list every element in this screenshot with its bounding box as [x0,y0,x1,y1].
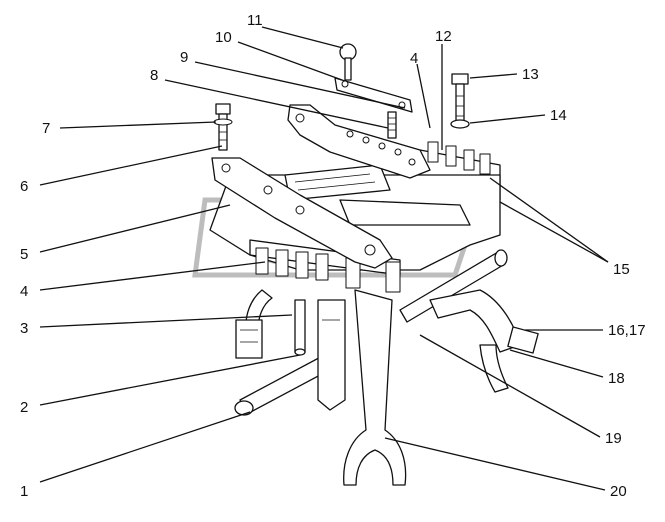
leader-lines [39,26,609,491]
gear-shift-assembly [209,43,539,486]
callout-11: 11 [247,12,263,29]
bracket-plate [287,104,431,179]
callout-1: 1 [20,483,28,500]
retainer-strip [334,77,413,113]
ball-stud [339,43,357,81]
callout-13: 13 [522,66,539,83]
callout-19: 19 [605,430,622,447]
callout-12: 12 [435,28,452,45]
callout-9: 9 [180,49,188,66]
shift-fork-left [235,289,273,359]
washer [450,119,470,129]
callout-14: 14 [550,107,567,124]
callout-labels: 1 2 3 4 4 5 6 7 8 9 10 11 12 13 14 15 16… [20,12,646,500]
screw-pin [387,111,397,139]
callout-2: 2 [20,399,28,416]
callout-20: 20 [610,483,627,500]
shift-fork-center [317,299,346,411]
shift-rod-right [399,249,508,323]
callout-16-17: 16,17 [608,322,646,339]
callout-15: 15 [613,261,630,278]
shift-rod-stub [294,299,306,356]
callout-6: 6 [20,178,28,195]
callout-3: 3 [20,320,28,337]
callout-18: 18 [608,370,625,387]
callout-7: 7 [42,120,50,137]
callout-8: 8 [150,67,158,84]
shift-fork-main [343,289,407,486]
callout-4-lower: 4 [20,283,28,300]
callout-10: 10 [215,29,232,46]
callout-4-upper: 4 [410,50,418,67]
callout-5: 5 [20,246,28,263]
bolt-right [451,73,469,125]
bolt-left [213,103,233,151]
shift-fork-right [429,289,539,393]
selector-plate [211,157,393,269]
